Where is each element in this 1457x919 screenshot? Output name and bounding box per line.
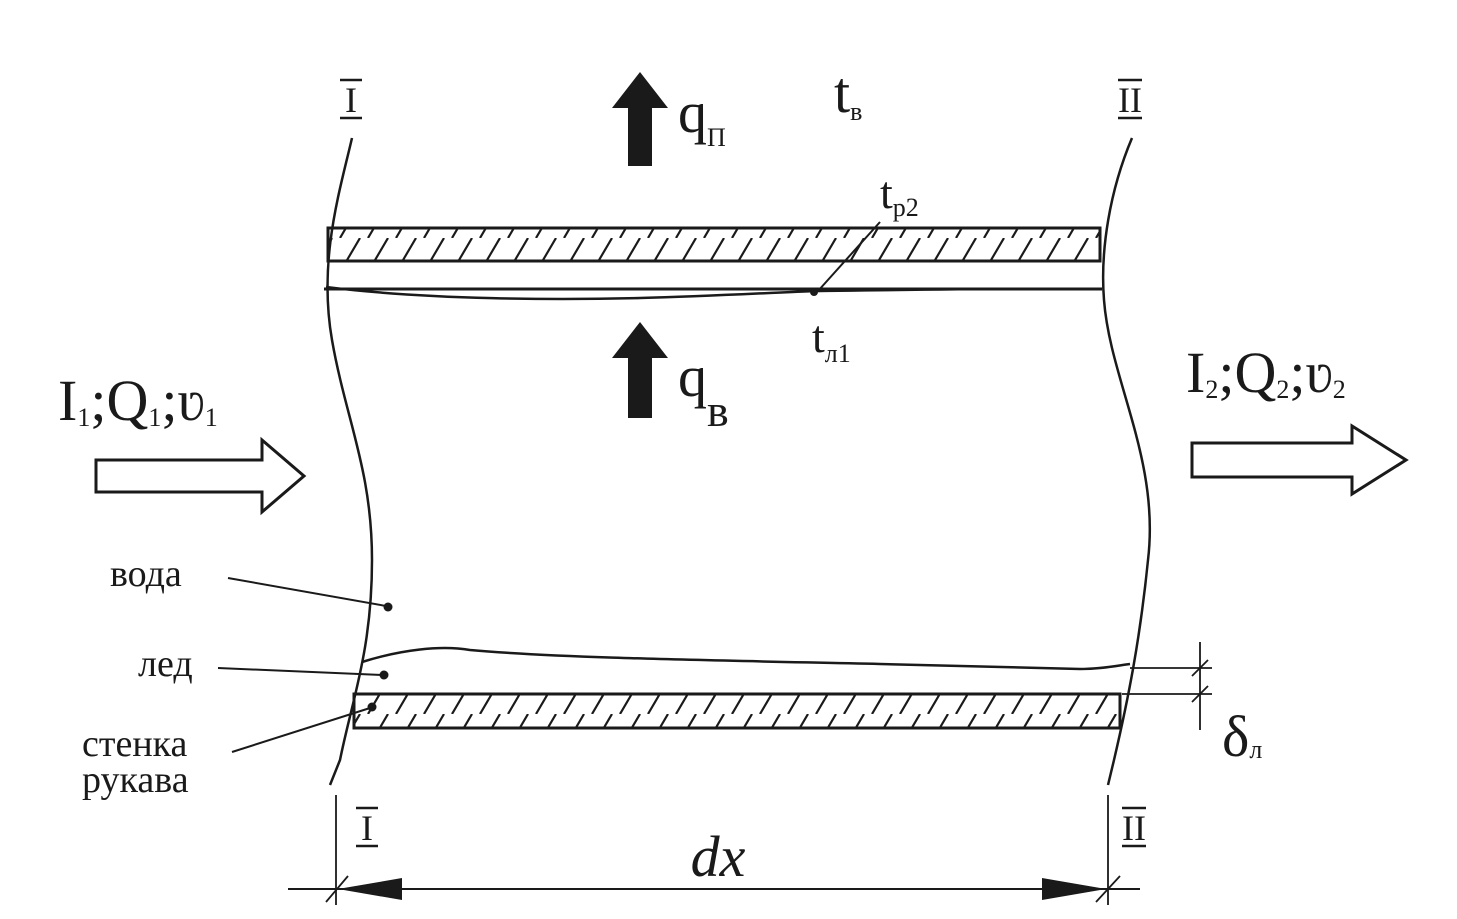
bottom-wall-hatched <box>352 692 1122 730</box>
section-label-left-bottom-text: I <box>361 808 373 848</box>
length-label: dx <box>691 824 746 889</box>
top-wall-hatched <box>326 226 1102 263</box>
section-label-right-top-text: II <box>1118 80 1142 120</box>
section-label-right-bottom-text: II <box>1122 808 1146 848</box>
ice-point <box>379 670 389 680</box>
ice-thickness-tick-top <box>1191 659 1209 677</box>
outflow-label: I2;Q2;ʋ2 <box>1186 340 1346 405</box>
section-label-left-bottom: I <box>356 806 378 848</box>
inflow-arrow <box>94 436 307 516</box>
dx-arrow-right <box>1042 878 1106 900</box>
wall-label-line1: стенка <box>82 723 188 765</box>
ice-label: лед <box>138 643 193 685</box>
ice-thickness-tick-bottom <box>1191 685 1209 703</box>
water-point <box>383 602 393 612</box>
leader-ice <box>217 667 383 676</box>
outflow-arrow <box>1190 423 1409 497</box>
section-label-right-bottom: II <box>1122 806 1146 848</box>
dx-tick-left <box>325 875 349 903</box>
dx-arrow-left <box>338 878 402 900</box>
leader-wall-temp <box>817 221 881 292</box>
section-label-right-top: II <box>1118 78 1142 120</box>
heat-flux-top-label: qП <box>678 80 726 152</box>
heat-flux-water-label: qв <box>678 344 729 436</box>
section-line-right <box>1101 137 1152 786</box>
dx-tick-right <box>1095 875 1121 903</box>
wall-label-line2: рукава <box>82 759 189 801</box>
leader-wall <box>231 707 371 753</box>
ice-temp-label: tл1 <box>812 311 851 368</box>
heat-flux-water-arrow <box>612 322 668 418</box>
inflow-label: I1;Q1;ʋ1 <box>58 368 218 433</box>
leader-water <box>227 577 387 607</box>
heat-flux-top-arrow <box>612 72 668 166</box>
water-label: вода <box>110 553 182 595</box>
ice-thickness-label: δл <box>1222 704 1262 769</box>
top-ice-surface <box>325 285 1101 301</box>
section-label-left-top: I <box>340 78 362 120</box>
ice-temp-point <box>810 288 818 296</box>
wall-temp-label: tр2 <box>880 167 919 222</box>
wall-point <box>367 702 377 712</box>
bottom-ice-surface <box>361 646 1131 671</box>
air-temp-label: tв <box>834 60 862 126</box>
section-label-left-top-text: I <box>345 80 357 120</box>
